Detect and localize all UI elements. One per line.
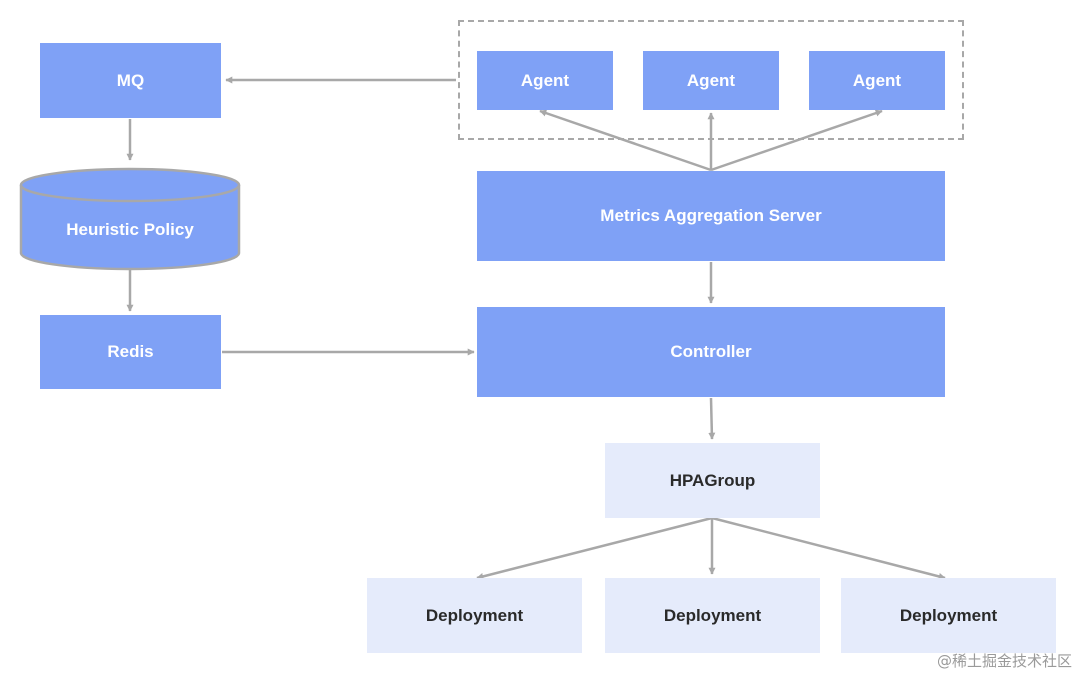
arrow-hpagroup-to-deployment-right xyxy=(711,516,946,580)
redis-node: Redis xyxy=(40,315,221,389)
redis-label: Redis xyxy=(107,342,154,361)
watermark-text: @稀土掘金技术社区 xyxy=(936,652,1072,670)
hpagroup-node: HPAGroup xyxy=(605,443,820,518)
controller-node: Controller xyxy=(477,307,945,397)
agent-node-1: Agent xyxy=(477,51,613,110)
controller-label: Controller xyxy=(670,342,752,361)
heuristic-policy-label: Heuristic Policy xyxy=(66,220,194,239)
deployment-node-3: Deployment xyxy=(841,578,1056,653)
agent-node-2: Agent xyxy=(643,51,779,110)
deployment-node-2: Deployment xyxy=(605,578,820,653)
metrics-aggregation-server-label: Metrics Aggregation Server xyxy=(600,206,822,225)
arrow-server-to-agent-right xyxy=(710,109,883,172)
mq-label: MQ xyxy=(116,70,145,90)
heuristic-policy-cylinder xyxy=(19,167,241,271)
deployment-label: Deployment xyxy=(425,605,524,625)
agent-label: Agent xyxy=(686,70,736,90)
deployment-node-1: Deployment xyxy=(367,578,582,653)
agent-node-3: Agent xyxy=(809,51,945,110)
mq-node: MQ xyxy=(40,43,221,118)
agent-label: Agent xyxy=(852,70,902,90)
metrics-aggregation-server-node: Metrics Aggregation Server xyxy=(477,171,945,261)
arrow-server-to-agent-left xyxy=(539,109,712,172)
deployment-label: Deployment xyxy=(899,605,998,625)
heuristic-policy-node: Heuristic Policy xyxy=(20,190,240,270)
deployment-label: Deployment xyxy=(663,605,762,625)
agent-label: Agent xyxy=(520,70,570,90)
arrow-controller-to-hpagroup xyxy=(708,397,716,440)
hpagroup-label: HPAGroup xyxy=(669,470,756,490)
arrow-hpagroup-to-deployment-left xyxy=(476,516,713,580)
agent-group-boundary xyxy=(458,20,964,140)
